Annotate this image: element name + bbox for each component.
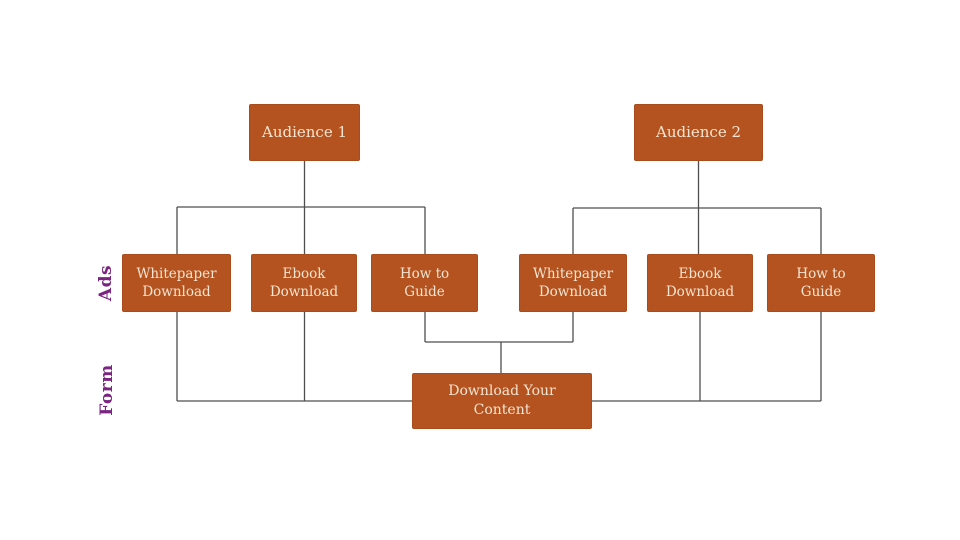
node-a2-ebook-download-label: Ebook Download bbox=[665, 265, 735, 300]
node-a1-ebook-download[interactable]: Ebook Download bbox=[251, 254, 357, 312]
node-a1-whitepaper-download-label: Whitepaper Download bbox=[136, 265, 217, 300]
node-audience-2-label: Audience 2 bbox=[655, 123, 742, 142]
node-a1-ebook-download-label: Ebook Download bbox=[269, 265, 339, 300]
connector-left-form bbox=[176, 312, 412, 402]
node-a2-how-to-guide-label: How to Guide bbox=[796, 265, 846, 300]
node-download-your-content-label: Download Your Content bbox=[448, 383, 556, 418]
node-audience-1-label: Audience 1 bbox=[261, 123, 348, 142]
connector-right-form bbox=[590, 312, 822, 402]
connector-audience1-group bbox=[176, 161, 426, 254]
row-label-form: Form bbox=[97, 364, 117, 416]
node-audience-1[interactable]: Audience 1 bbox=[249, 104, 360, 161]
connector-middle-merge bbox=[424, 312, 574, 373]
node-a1-how-to-guide[interactable]: How to Guide bbox=[371, 254, 478, 312]
node-a2-how-to-guide[interactable]: How to Guide bbox=[767, 254, 875, 312]
node-a2-whitepaper-download-label: Whitepaper Download bbox=[532, 265, 614, 300]
node-a2-whitepaper-download[interactable]: Whitepaper Download bbox=[519, 254, 627, 312]
node-a1-how-to-guide-label: How to Guide bbox=[399, 265, 450, 300]
node-download-your-content[interactable]: Download Your Content bbox=[412, 373, 592, 429]
node-a2-ebook-download[interactable]: Ebook Download bbox=[647, 254, 753, 312]
connector-audience2-group bbox=[572, 161, 822, 254]
node-audience-2[interactable]: Audience 2 bbox=[634, 104, 763, 161]
node-a1-whitepaper-download[interactable]: Whitepaper Download bbox=[122, 254, 231, 312]
row-label-ads: Ads bbox=[96, 264, 116, 302]
